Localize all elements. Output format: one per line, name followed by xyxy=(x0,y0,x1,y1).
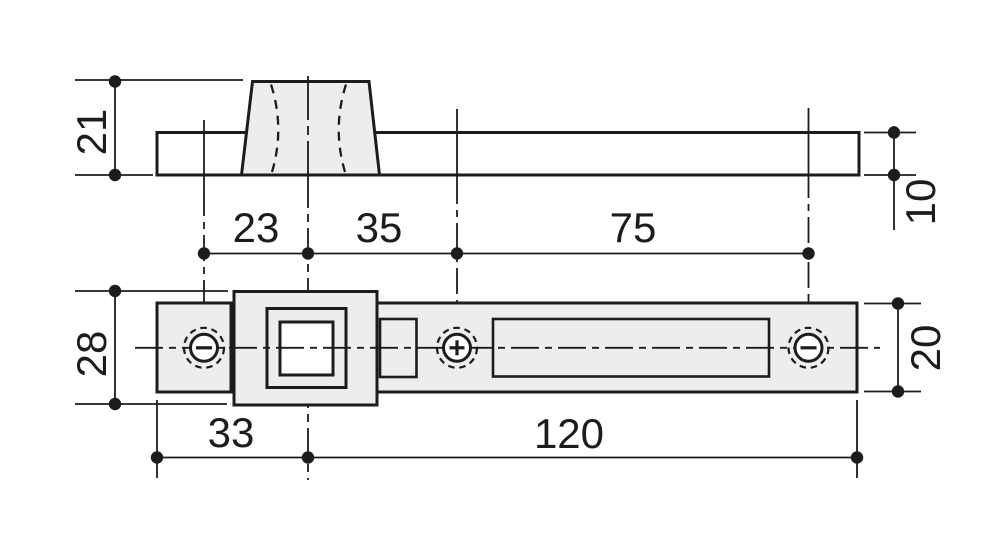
dim-dot-left-end xyxy=(150,451,164,464)
dim-28 xyxy=(75,284,228,411)
dim-33-label: 33 xyxy=(208,409,255,456)
screw-hole-2 xyxy=(435,326,479,369)
dim-10 xyxy=(864,126,916,230)
dim-21-dot-bottom xyxy=(108,168,122,182)
hole3-countersink-circle xyxy=(787,326,830,369)
dim-10-label: 10 xyxy=(897,179,944,226)
dim-35-label: 35 xyxy=(356,204,403,251)
dim-120-label: 120 xyxy=(534,410,604,457)
dim-10-dot-top xyxy=(887,126,901,139)
dim-20-dot-top xyxy=(891,297,905,310)
spindle-block xyxy=(232,290,379,407)
dim-chain-23-35-75 xyxy=(197,247,815,260)
knob-hidden-contour-right xyxy=(337,84,348,173)
screw-hole-1 xyxy=(182,326,226,369)
dim-dot-hole2 xyxy=(450,247,464,260)
knob-hidden-contour-left xyxy=(269,84,280,173)
dim-dot-spindle2 xyxy=(301,451,315,464)
dim-21-dot-top xyxy=(108,75,122,88)
screw-hole-3 xyxy=(787,326,830,369)
bottom-view xyxy=(135,290,880,407)
dim-23-label: 23 xyxy=(233,204,280,251)
dimensions xyxy=(75,75,921,478)
dim-chain-33-120 xyxy=(150,400,864,478)
dim-21-label: 21 xyxy=(68,109,115,156)
dim-dot-hole3 xyxy=(802,247,815,260)
dim-20 xyxy=(864,297,921,398)
dim-21 xyxy=(75,75,243,182)
dim-10-dot-bottom xyxy=(887,168,901,182)
top-view xyxy=(155,76,861,190)
dim-20-dot-bottom xyxy=(891,385,905,398)
knob-profile xyxy=(239,80,382,177)
dim-dot-spindle xyxy=(301,247,315,260)
dim-20-label: 20 xyxy=(902,325,949,372)
dim-28-label: 28 xyxy=(68,331,115,378)
dim-dot-right-end xyxy=(850,451,864,464)
dim-28-dot-top xyxy=(108,284,122,298)
dimension-labels: 23 35 75 33 120 21 10 28 20 xyxy=(68,109,949,457)
dim-75-label: 75 xyxy=(610,204,657,251)
dim-dot-hole1 xyxy=(197,247,211,260)
hole2-countersink-circle xyxy=(435,326,479,369)
hole1-countersink-circle xyxy=(182,326,226,369)
dim-28-dot-bottom xyxy=(108,397,122,411)
